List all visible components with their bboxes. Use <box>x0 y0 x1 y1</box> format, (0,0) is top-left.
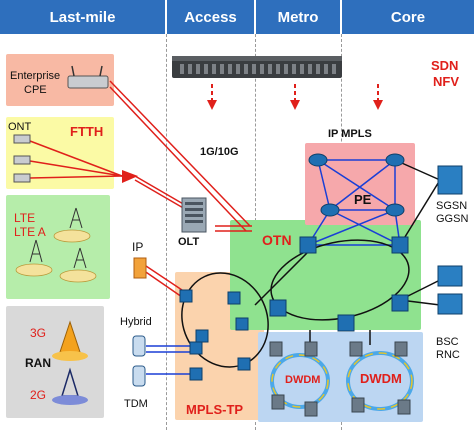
red-links <box>29 80 252 298</box>
rnc-label: RNC <box>436 349 460 361</box>
cpe-router-icon <box>67 65 109 89</box>
lte-a-label: LTE A <box>14 225 46 239</box>
router-icon <box>308 153 405 217</box>
ran-label: RAN <box>25 356 51 370</box>
dwdm-label: DWDM <box>360 371 402 386</box>
header-last-mile: Last-mile <box>0 0 165 34</box>
dwdm-device-icon <box>269 341 411 417</box>
otn-switch-icon <box>269 236 409 332</box>
cpe-label: CPE <box>24 84 47 96</box>
hex-cell-icon <box>15 229 97 283</box>
blue-links <box>146 159 401 375</box>
mpls-tp-label: MPLS-TP <box>186 402 244 417</box>
mpls-tp-node-icon <box>179 289 251 381</box>
header-metro: Metro <box>256 0 340 34</box>
olt-device-icon <box>181 197 207 233</box>
column-separator <box>166 34 167 430</box>
nfv-label: NFV <box>433 74 459 89</box>
3g-label: 3G <box>30 326 47 340</box>
otn-label: OTN <box>262 232 292 248</box>
ggsn-label: GGSN <box>436 213 469 225</box>
ont-label: ONT <box>8 121 32 133</box>
interface-icon <box>132 335 146 387</box>
ip-mpls-label: IP MPLS <box>328 128 372 140</box>
2g-label: 2G <box>30 388 47 402</box>
ftth-label: FTTH <box>70 124 104 139</box>
control-arrows <box>207 84 383 110</box>
sdn-controller-icon <box>172 56 342 78</box>
ip-gateway-icon <box>133 257 147 279</box>
core-server-icon <box>437 165 463 315</box>
sdn-label: SDN <box>431 58 459 73</box>
ont-device-icon <box>13 134 31 183</box>
lte-label: LTE <box>14 211 36 225</box>
ran-tower-icon <box>52 320 88 405</box>
olt-label: OLT <box>178 236 200 248</box>
enterprise-label: Enterprise <box>10 70 61 82</box>
cell-tower-icon <box>29 207 87 269</box>
pe-label: PE <box>354 192 372 207</box>
lte-box <box>6 195 110 299</box>
bsc-label: BSC <box>436 336 459 348</box>
ftth-splitter-icon <box>122 170 138 183</box>
dwdm-label: DWDM <box>285 374 321 386</box>
header-core: Core <box>342 0 474 34</box>
speed-label: 1G/10G <box>200 146 239 158</box>
header-access: Access <box>167 0 254 34</box>
ip-label: IP <box>132 240 144 254</box>
hybrid-label: Hybrid <box>120 316 152 328</box>
sgsn-label: SGSN <box>436 200 468 212</box>
tdm-label: TDM <box>124 398 148 410</box>
